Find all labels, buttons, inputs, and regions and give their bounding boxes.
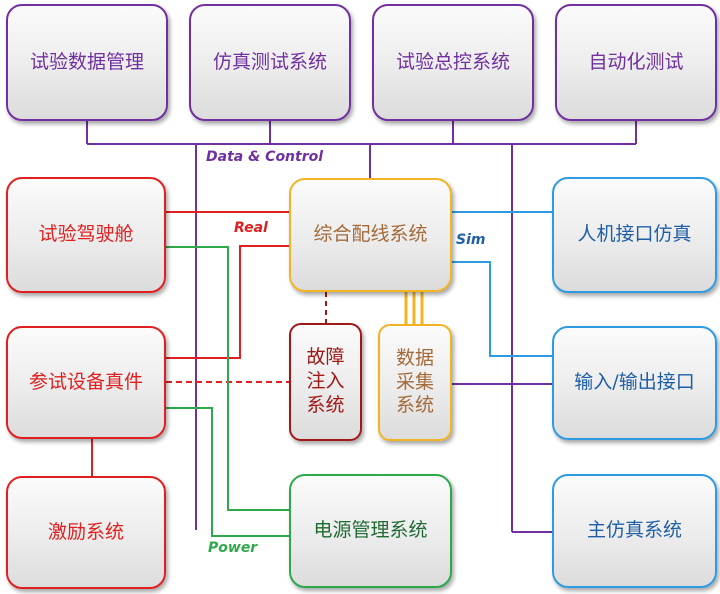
integrated-wiring-box: 综合配线系统 [289,178,452,292]
stimulus-system-box: 激励系统 [6,476,166,589]
sim-lines [452,211,552,357]
power-label: Power [208,540,258,556]
automated-test-box: 自动化测试 [555,4,717,121]
io-interface-box: 输入/输出接口 [552,326,717,440]
test-cockpit-box: 试验驾驶舱 [6,177,166,293]
real-equipment-box: 参试设备真件 [6,326,166,439]
data-control-label: Data & Control [206,149,324,165]
power-lines [166,246,289,537]
power-management-box: 电源管理系统 [289,474,452,588]
hmi-simulation-box: 人机接口仿真 [552,177,717,293]
data-acquisition-box: 数据 采集 系统 [378,324,452,441]
test-master-control-box: 试验总控系统 [372,4,534,121]
fault-injection-box: 故障 注入 系统 [289,323,362,441]
test-data-management-box: 试验数据管理 [6,4,168,121]
simulation-test-system-box: 仿真测试系统 [189,4,351,121]
sim-label: Sim [456,232,486,248]
data-control-bus [86,121,637,533]
main-simulation-box: 主仿真系统 [552,474,717,588]
real-label: Real [234,220,268,236]
acquisition-lines [404,292,424,324]
